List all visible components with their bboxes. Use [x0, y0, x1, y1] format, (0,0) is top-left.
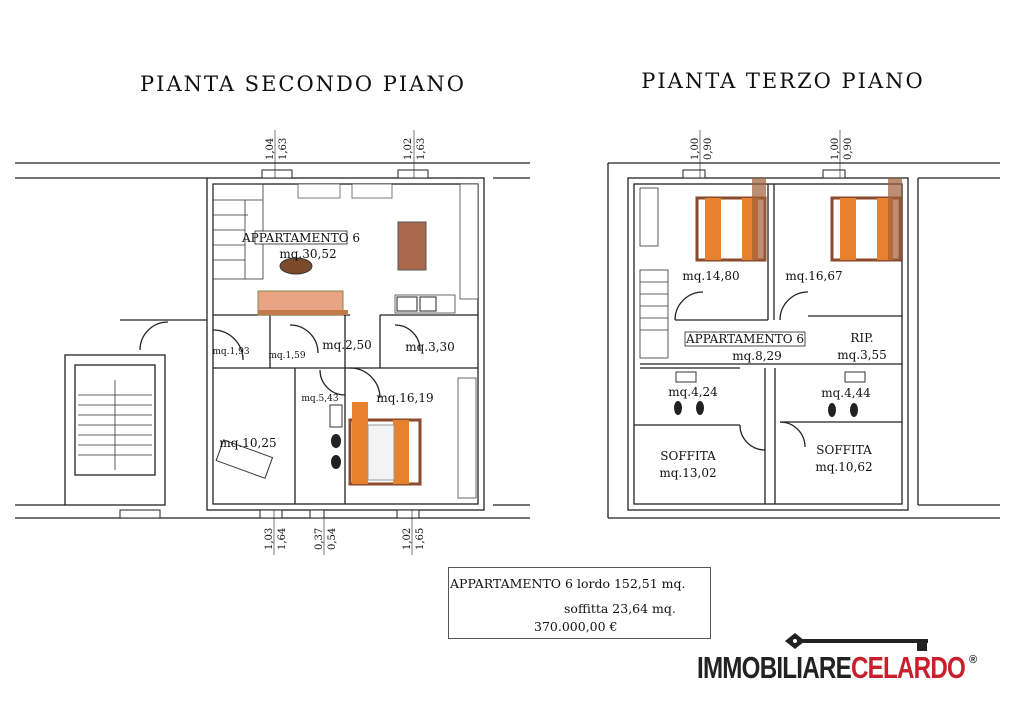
apartment-label: APPARTAMENTO 6	[241, 231, 360, 245]
summary-attic-area: soffitta 23,64 mq.	[564, 601, 676, 616]
room-label: RIP.	[850, 331, 873, 345]
window-dimensions: 1,00 0,90 1,00 0,90	[690, 138, 854, 160]
svg-text:0,90: 0,90	[703, 138, 714, 160]
room-area: mq.3,30	[405, 340, 455, 354]
svg-text:1,03: 1,03	[264, 528, 275, 550]
svg-text:1,63: 1,63	[416, 138, 427, 160]
room-area: mq.30,52	[279, 247, 336, 261]
room-area: mq.4,24	[668, 385, 718, 399]
registered-mark: ®	[969, 654, 978, 666]
svg-text:1,04: 1,04	[265, 138, 276, 160]
room-area: mq.14,80	[682, 269, 739, 283]
key-icon	[785, 633, 928, 651]
room-area: mq.1,93	[212, 347, 249, 357]
svg-text:0,90: 0,90	[843, 138, 854, 160]
room-area: mq.10,62	[815, 460, 872, 474]
svg-text:1,02: 1,02	[403, 138, 414, 160]
room-area: mq.2,50	[322, 338, 372, 352]
room-area: mq.16,19	[376, 391, 433, 405]
room-area: mq.10,25	[219, 436, 276, 450]
summary-price: 370.000,00 €	[534, 619, 618, 634]
room-area: mq.5,43	[301, 394, 338, 404]
room-label: SOFFITA	[816, 443, 872, 457]
apartment-label: APPARTAMENTO 6	[685, 332, 804, 346]
agency-logo: IMMOBILIARECELARDO ®	[697, 630, 1007, 690]
svg-text:1,00: 1,00	[690, 138, 701, 160]
room-area: mq.16,67	[785, 269, 842, 283]
svg-text:1,02: 1,02	[402, 528, 413, 550]
summary-gross-area: APPARTAMENTO 6 lordo 152,51 mq.	[450, 576, 686, 591]
logo-text-red: CELARDO	[850, 650, 966, 685]
third-floor-title: PIANTA TERZO PIANO	[641, 69, 924, 93]
summary-box: APPARTAMENTO 6 lordo 152,51 mq. soffitta…	[448, 567, 711, 639]
svg-text:1,63: 1,63	[278, 138, 289, 160]
room-area: mq.1,59	[268, 351, 305, 361]
room-area: mq.8,29	[732, 349, 782, 363]
svg-text:0,37: 0,37	[314, 528, 325, 550]
window-dimensions: 1,04 1,63 1,02 1,63 1,03 1,64 0,37 0,54 …	[264, 138, 427, 550]
room-area: mq.4,44	[821, 386, 871, 400]
room-area: mq.13,02	[659, 466, 716, 480]
room-area: mq.3,55	[837, 348, 887, 362]
room-label: SOFFITA	[660, 449, 716, 463]
logo-text-dark: IMMOBILIARE	[697, 650, 852, 685]
svg-text:1,65: 1,65	[415, 528, 426, 550]
second-floor-title: PIANTA SECONDO PIANO	[140, 72, 466, 96]
svg-text:1,64: 1,64	[277, 528, 288, 550]
svg-text:0,54: 0,54	[327, 528, 338, 550]
svg-text:1,00: 1,00	[830, 138, 841, 160]
